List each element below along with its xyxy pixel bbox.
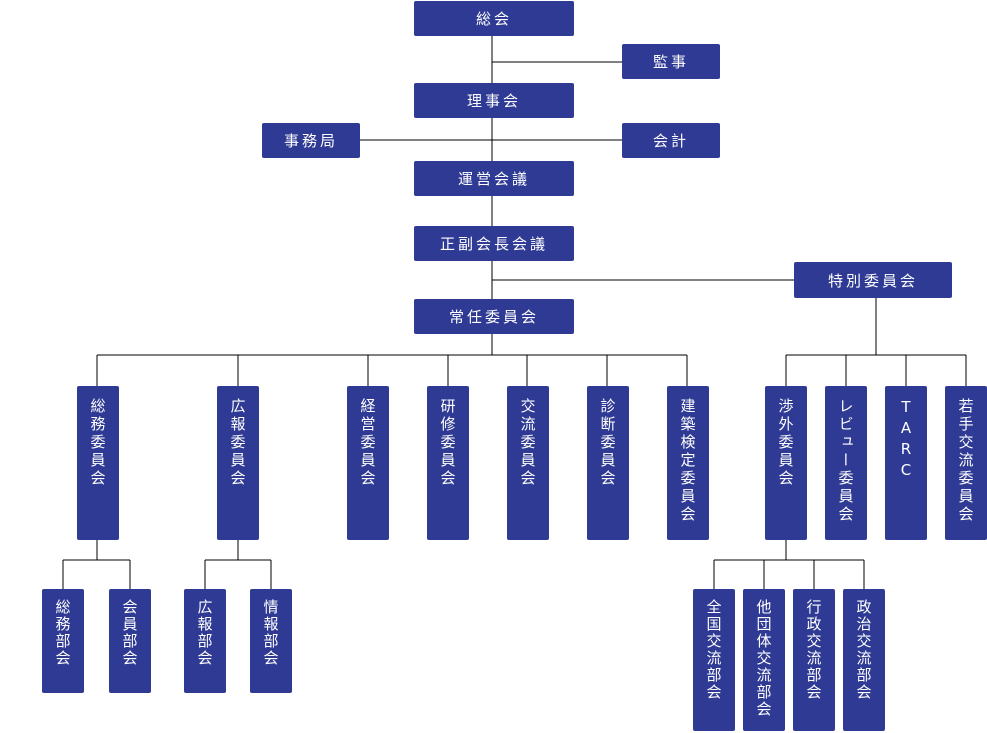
- koho-committee-box: 広報委員会: [217, 386, 259, 540]
- koho-dept-box: 広報部会: [184, 589, 226, 693]
- rijikai-label: 理事会: [466, 92, 521, 110]
- rijikai-box: 理事会: [414, 83, 574, 118]
- kenshu-committee-box: 研修委員会: [427, 386, 469, 540]
- joninn-box: 常任委員会: [414, 299, 574, 334]
- shogai-committee-label: 渉外委員会: [776, 398, 795, 488]
- somu-dept-label: 総務部会: [53, 599, 72, 667]
- kaikei-label: 会計: [652, 132, 689, 150]
- seiji-dept-box: 政治交流部会: [843, 589, 885, 731]
- review-committee-label: レビュー委員会: [836, 398, 855, 524]
- somu-committee-box: 総務委員会: [77, 386, 119, 540]
- tokubetsu-label: 特別委員会: [827, 271, 918, 290]
- shindan-committee-label: 診断委員会: [598, 398, 617, 488]
- kansa-label: 監事: [652, 53, 689, 71]
- unei-label: 運営会議: [457, 170, 530, 188]
- koho-dept-label: 広報部会: [195, 599, 214, 667]
- kaiin-dept-label: 会員部会: [120, 599, 139, 667]
- joho-dept-box: 情報部会: [250, 589, 292, 693]
- tarc-committee-label: TARC: [897, 398, 915, 482]
- zenkoku-dept-box: 全国交流部会: [693, 589, 735, 731]
- shogai-committee-box: 渉外委員会: [765, 386, 807, 540]
- kenchiku-committee-box: 建築検定委員会: [667, 386, 709, 540]
- review-committee-box: レビュー委員会: [825, 386, 867, 540]
- koryu-committee-box: 交流委員会: [507, 386, 549, 540]
- wakate-committee-box: 若手交流委員会: [945, 386, 987, 540]
- seifuku-box: 正副会長会議: [414, 226, 574, 261]
- kansa-box: 監事: [622, 44, 720, 79]
- tarc-committee-box: TARC: [885, 386, 927, 540]
- zenkoku-dept-label: 全国交流部会: [704, 599, 723, 701]
- jimukyoku-label: 事務局: [283, 132, 338, 150]
- tadantai-dept-label: 他団体交流部会: [754, 599, 773, 718]
- koho-committee-label: 広報委員会: [228, 398, 247, 488]
- sokai-box: 総会: [414, 1, 574, 36]
- sokai-label: 総会: [475, 10, 512, 28]
- somu-committee-label: 総務委員会: [88, 398, 107, 488]
- koryu-committee-label: 交流委員会: [518, 398, 537, 488]
- jimukyoku-box: 事務局: [262, 123, 360, 158]
- tadantai-dept-box: 他団体交流部会: [743, 589, 785, 731]
- tokubetsu-box: 特別委員会: [794, 262, 952, 298]
- kaiin-dept-box: 会員部会: [109, 589, 151, 693]
- kaikei-box: 会計: [622, 123, 720, 158]
- unei-box: 運営会議: [414, 161, 574, 196]
- gyosei-dept-box: 行政交流部会: [793, 589, 835, 731]
- kenshu-committee-label: 研修委員会: [438, 398, 457, 488]
- keiei-committee-label: 経営委員会: [358, 398, 377, 488]
- gyosei-dept-label: 行政交流部会: [804, 599, 823, 701]
- shindan-committee-box: 診断委員会: [587, 386, 629, 540]
- seifuku-label: 正副会長会議: [439, 235, 548, 253]
- keiei-committee-box: 経営委員会: [347, 386, 389, 540]
- somu-dept-box: 総務部会: [42, 589, 84, 693]
- joho-dept-label: 情報部会: [261, 599, 280, 667]
- seiji-dept-label: 政治交流部会: [854, 599, 873, 701]
- wakate-committee-label: 若手交流委員会: [956, 398, 975, 524]
- joninn-label: 常任委員会: [448, 308, 539, 326]
- kenchiku-committee-label: 建築検定委員会: [678, 398, 697, 524]
